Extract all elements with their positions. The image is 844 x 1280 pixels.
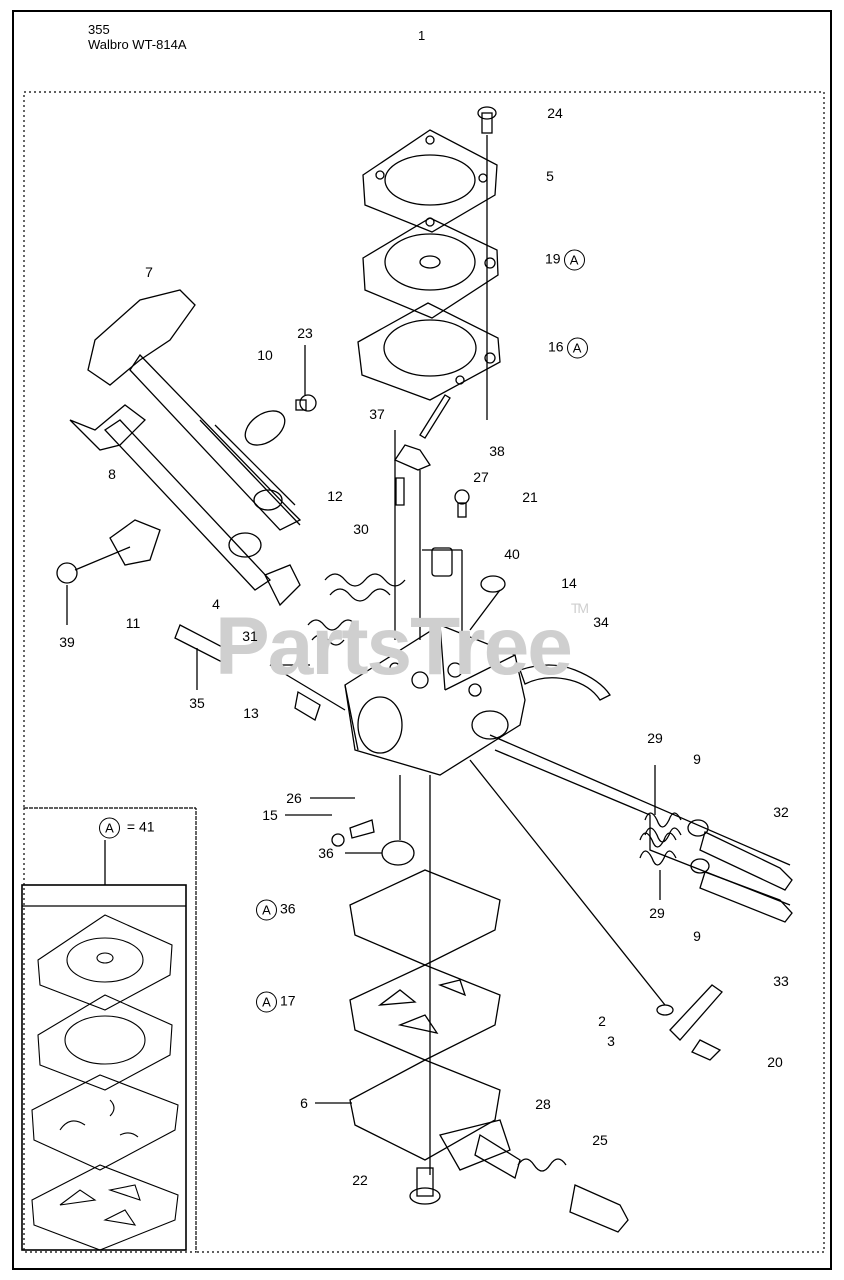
callout-27: 27 xyxy=(473,469,489,485)
kit-legend: A = 41 xyxy=(96,817,155,839)
callout-34: 34 xyxy=(593,614,609,630)
needle-line-upper xyxy=(489,734,791,866)
callout-9-upper: 9 xyxy=(693,751,701,767)
ball-15 xyxy=(331,833,345,847)
needle-line-lower xyxy=(494,749,791,906)
metering-diaphragm-17 xyxy=(349,964,501,1061)
callout-38: 38 xyxy=(489,443,505,459)
kit-gaskets xyxy=(31,914,179,1251)
callout-4: 4 xyxy=(212,596,220,612)
exploded-view-boundary xyxy=(23,91,825,1253)
pin-37 xyxy=(419,394,451,439)
screw-27 xyxy=(454,489,470,518)
nut-39 xyxy=(56,562,78,584)
callout-32: 32 xyxy=(773,804,789,820)
callout-6: 6 xyxy=(300,1095,308,1111)
callout-21: 21 xyxy=(522,489,538,505)
callout-2: 2 xyxy=(598,1013,606,1029)
callout-9-lower: 9 xyxy=(693,928,701,944)
spring-26 xyxy=(349,819,375,839)
gasket-kit-box xyxy=(21,884,187,1251)
kit-circle-a: A xyxy=(99,817,120,839)
callout-14: 14 xyxy=(561,575,577,591)
callout-26: 26 xyxy=(286,790,302,806)
pump-gasket xyxy=(357,302,501,401)
kit-inset-boundary xyxy=(23,807,197,1253)
throttle-valve xyxy=(244,410,286,446)
throttle-spring xyxy=(324,573,406,602)
spring-29-lower xyxy=(639,832,677,866)
inlet-needle-12 xyxy=(395,477,405,506)
carburetor-model: Walbro WT-814A xyxy=(88,37,187,52)
callout-3: 3 xyxy=(607,1033,615,1049)
callout-20: 20 xyxy=(767,1054,783,1070)
metering-lever xyxy=(394,444,431,471)
callout-15: 15 xyxy=(262,807,278,823)
metering-cover-6 xyxy=(349,1059,511,1171)
carburetor-body xyxy=(344,624,526,776)
pin-35 xyxy=(174,624,229,663)
choke-spring xyxy=(307,619,357,646)
callout-23: 23 xyxy=(297,325,313,341)
callout-33: 33 xyxy=(773,973,789,989)
callout-12: 12 xyxy=(327,488,343,504)
choke-shaft xyxy=(69,404,301,607)
callout-22: 22 xyxy=(352,1172,368,1188)
primer-28-25 xyxy=(474,1133,629,1233)
callout-10: 10 xyxy=(257,347,273,363)
throttle-shaft xyxy=(87,289,302,531)
callout-8: 8 xyxy=(108,466,116,482)
page-number: 1 xyxy=(418,28,426,43)
callout-39: 39 xyxy=(59,634,75,650)
callout-13: 13 xyxy=(243,705,259,721)
pump-diaphragm xyxy=(362,217,499,319)
metering-gasket-18 xyxy=(349,869,501,966)
callout-28: 28 xyxy=(535,1096,551,1112)
limiter-caps xyxy=(656,984,723,1061)
callout-11: 11 xyxy=(125,615,141,631)
callout-7: 7 xyxy=(145,264,153,280)
detent-13 xyxy=(294,690,321,721)
callout-31: 31 xyxy=(242,628,258,644)
adjust-needle-32 xyxy=(687,819,793,891)
pump-cover xyxy=(362,129,498,233)
screw-23 xyxy=(295,394,317,412)
fuel-inlet-34 xyxy=(519,664,611,701)
callout-35: 35 xyxy=(189,695,205,711)
callout-29-upper: 29 xyxy=(647,730,663,746)
adjust-needle-33 xyxy=(690,858,793,923)
callout-40: 40 xyxy=(504,546,520,562)
screw-22 xyxy=(409,1167,441,1205)
plug-21 xyxy=(431,547,453,577)
callout-36: 36 xyxy=(318,845,334,861)
callout-5: 5 xyxy=(546,168,554,184)
callout-25: 25 xyxy=(592,1132,608,1148)
model-number: 355 xyxy=(88,22,110,37)
callout-37: 37 xyxy=(369,406,385,422)
cap-40 xyxy=(480,575,506,593)
diagram-frame xyxy=(12,10,832,1270)
callout-29-lower: 29 xyxy=(649,905,665,921)
callout-30: 30 xyxy=(353,521,369,537)
choke-valve xyxy=(109,519,161,566)
callout-24: 24 xyxy=(547,105,563,121)
kit-equals: = 41 xyxy=(126,818,155,835)
partstree-watermark: PartsTreeTM xyxy=(215,600,589,692)
screw-24 xyxy=(477,106,497,134)
screen-36 xyxy=(381,840,415,866)
